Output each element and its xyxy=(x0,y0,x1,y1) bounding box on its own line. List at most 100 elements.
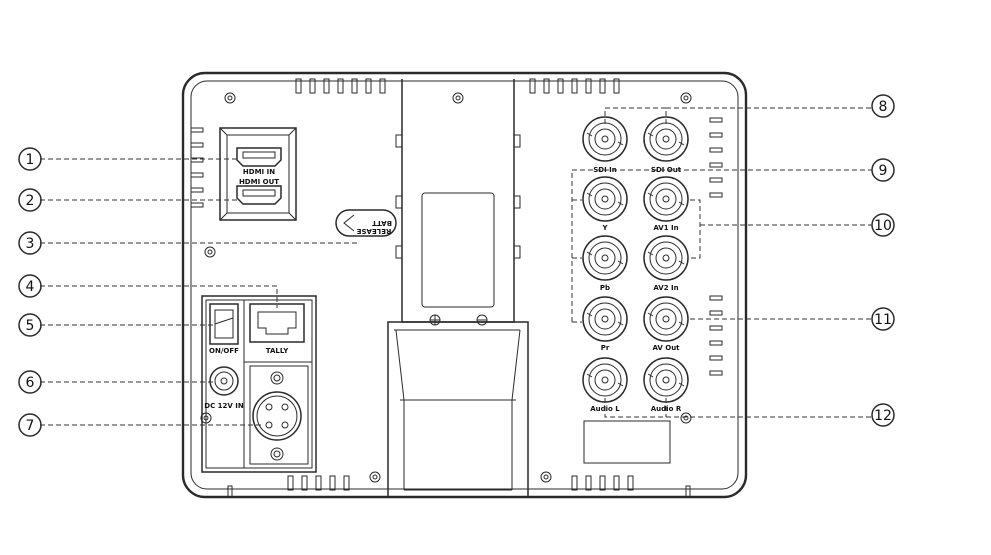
dc-12v-jack[interactable] xyxy=(209,366,239,396)
vent-slot xyxy=(190,157,204,163)
callout-numbers: 1 2 3 4 5 6 7 8 xyxy=(18,94,895,437)
vent-slot xyxy=(329,475,336,491)
vent-slot xyxy=(323,78,330,94)
vent-slot xyxy=(709,132,723,138)
dc-in-label: DC 12V IN xyxy=(204,402,244,410)
screw xyxy=(369,471,381,483)
svg-text:3: 3 xyxy=(26,236,35,252)
callout-8: 8 xyxy=(871,94,895,118)
screw-center xyxy=(683,415,689,421)
vent-slot xyxy=(315,475,322,491)
svg-text:10: 10 xyxy=(874,218,892,234)
callout-7: 7 xyxy=(18,413,42,437)
av2-in-bnc[interactable] xyxy=(643,235,689,281)
vent-slot xyxy=(585,78,592,94)
vent-slot xyxy=(190,127,204,133)
av2-in-label: AV2 In xyxy=(653,284,678,292)
top-vents xyxy=(295,78,620,94)
vent-slot xyxy=(337,78,344,94)
vent-slot xyxy=(613,78,620,94)
hdmi-in-label: HDMI IN xyxy=(243,168,275,176)
vent-slot xyxy=(557,78,564,94)
vent-slot xyxy=(709,355,723,361)
sdi-out-label: SDI Out xyxy=(651,166,682,174)
power-block: ON/OFF TALLY DC 12V IN xyxy=(201,295,317,473)
svg-text:8: 8 xyxy=(879,99,888,115)
vent-slot xyxy=(571,78,578,94)
vent-slot xyxy=(709,340,723,346)
vent-slot xyxy=(301,475,308,491)
vent-slot xyxy=(709,325,723,331)
vent-slot xyxy=(585,475,592,491)
screw xyxy=(540,471,552,483)
vent-slot xyxy=(379,78,386,94)
callout-6: 6 xyxy=(18,370,42,394)
hdmi-out-port[interactable] xyxy=(236,185,282,205)
vent-slot xyxy=(295,78,302,94)
vent-slot xyxy=(190,202,204,208)
screw-center xyxy=(683,95,689,101)
hdmi-block: HDMI IN HDMI OUT xyxy=(219,127,297,221)
on-off-label: ON/OFF xyxy=(209,347,239,355)
vent-slot xyxy=(190,187,204,193)
vent-slot xyxy=(599,475,606,491)
av1-in-bnc[interactable] xyxy=(643,176,689,222)
vent-slot xyxy=(571,475,578,491)
vent-slot xyxy=(309,78,316,94)
screw-center xyxy=(207,249,213,255)
vent-slot xyxy=(599,78,606,94)
screw-center xyxy=(455,95,461,101)
av-out-bnc[interactable] xyxy=(643,296,689,342)
side-vents xyxy=(190,117,723,376)
screw xyxy=(680,92,692,104)
audio-l-bnc[interactable] xyxy=(582,357,628,403)
svg-text:1: 1 xyxy=(26,152,35,168)
hdmi-in-port[interactable] xyxy=(236,147,282,167)
callout-4: 4 xyxy=(18,274,42,298)
pb-label: Pb xyxy=(600,284,610,292)
vent-slot xyxy=(351,78,358,94)
callout-3: 3 xyxy=(18,231,42,255)
pr-bnc[interactable] xyxy=(582,296,628,342)
bnc-labels: SDI In SDI Out Y AV1 In Pb AV2 In Pr AV … xyxy=(590,166,682,413)
callout-11: 11 xyxy=(871,307,895,331)
vent-slot xyxy=(709,117,723,123)
svg-text:6: 6 xyxy=(26,375,35,391)
callout-1: 1 xyxy=(18,147,42,171)
vent-slot xyxy=(613,475,620,491)
callout-10: 10 xyxy=(871,213,895,237)
xlr-power-connector[interactable] xyxy=(249,365,309,465)
audio-r-bnc[interactable] xyxy=(643,357,689,403)
nameplate xyxy=(583,420,671,464)
vent-slot xyxy=(709,147,723,153)
batt-release-label-line1: BATT xyxy=(372,219,392,227)
vent-slot xyxy=(529,78,536,94)
foot-notch xyxy=(685,485,691,498)
pb-bnc[interactable] xyxy=(582,235,628,281)
vent-slot xyxy=(709,177,723,183)
screw-center xyxy=(372,474,378,480)
svg-text:9: 9 xyxy=(879,163,888,179)
vent-slot xyxy=(709,192,723,198)
vent-slot xyxy=(709,295,723,301)
svg-text:7: 7 xyxy=(26,418,35,434)
screw xyxy=(204,246,216,258)
vent-slot xyxy=(287,475,294,491)
bottom-vents xyxy=(227,475,691,498)
vent-slot xyxy=(365,78,372,94)
hdmi-out-label: HDMI OUT xyxy=(239,178,279,186)
callout-12: 12 xyxy=(871,403,895,427)
svg-text:12: 12 xyxy=(874,408,892,424)
screw-center xyxy=(227,95,233,101)
y-bnc[interactable] xyxy=(582,176,628,222)
battery-release-button[interactable]: BATT RELEASE xyxy=(335,209,397,237)
tally-port[interactable] xyxy=(249,303,305,343)
callout-2: 2 xyxy=(18,188,42,212)
screw xyxy=(452,92,464,104)
power-switch[interactable] xyxy=(209,303,239,345)
screw xyxy=(680,412,692,424)
callout-9: 9 xyxy=(871,158,895,182)
batt-release-label-line2: RELEASE xyxy=(356,227,391,235)
callout-5: 5 xyxy=(18,313,42,337)
